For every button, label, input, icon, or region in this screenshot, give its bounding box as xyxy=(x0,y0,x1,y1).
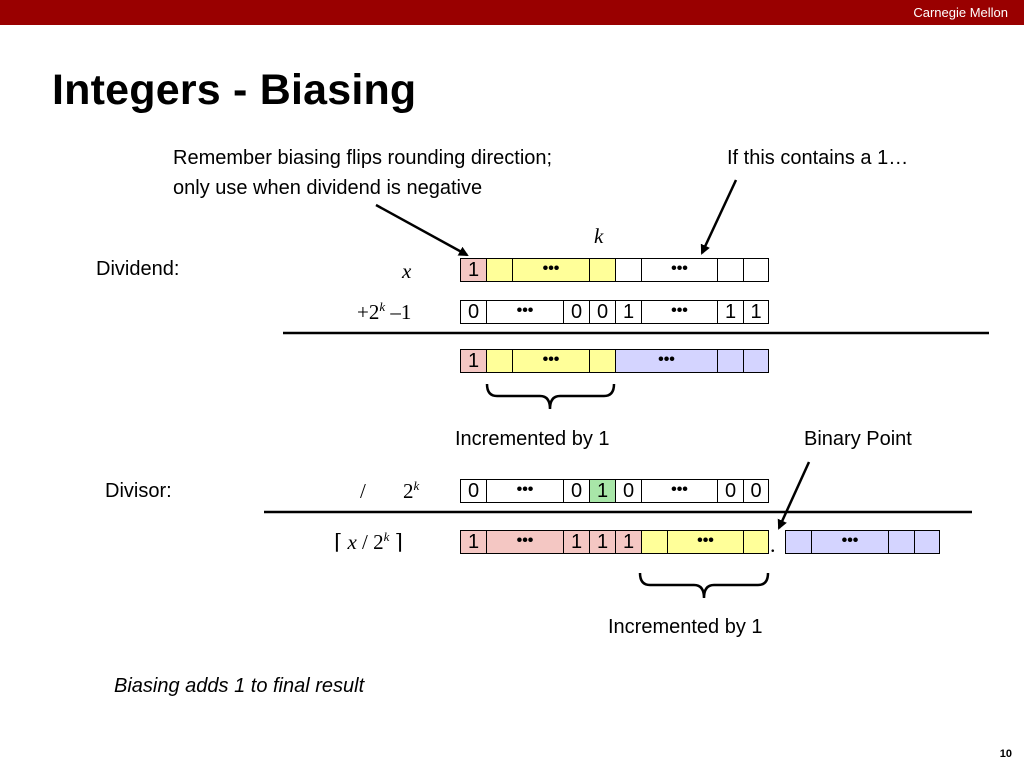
incremented-label-2: Incremented by 1 xyxy=(608,616,763,638)
arrow-to-low-bits xyxy=(700,179,738,255)
result-cell-11 xyxy=(914,530,940,554)
sum-cell-2: ••• xyxy=(512,349,590,373)
binary-point-dot: . xyxy=(770,532,776,557)
sum-cell-3 xyxy=(589,349,616,373)
divisor-expression: 2k xyxy=(403,478,420,503)
slide-title: Integers - Biasing xyxy=(52,66,417,114)
divisor-slash: / xyxy=(360,479,366,503)
arrow-to-sign-bit xyxy=(375,203,469,257)
ceil-left-symbol: ⌈ xyxy=(334,530,343,554)
dividend-expression: x xyxy=(402,259,411,284)
divisor-cell-7: 0 xyxy=(743,479,769,503)
note-line-1: Remember biasing flips rounding directio… xyxy=(173,147,553,169)
incremented-label-1: Incremented by 1 xyxy=(455,428,610,450)
ceil-right-symbol: ⌉ xyxy=(394,530,403,554)
bias-expression: +2k –1 xyxy=(357,299,412,324)
result-cell-7 xyxy=(743,530,769,554)
note-if-contains: If this contains a 1… xyxy=(727,147,909,169)
brand-label: Carnegie Mellon xyxy=(913,5,1008,20)
dividend-label: Dividend: xyxy=(96,258,180,280)
bias-cell-7: 1 xyxy=(743,300,769,324)
k-label: k xyxy=(594,224,603,249)
arrow-to-binary-point xyxy=(777,461,811,530)
result-cell-0: 1 xyxy=(460,530,487,554)
note-line-2: only use when dividend is negative xyxy=(173,177,483,199)
dividend-cell-2: ••• xyxy=(512,258,590,282)
brace-incremented-1 xyxy=(485,383,616,410)
brace-incremented-2 xyxy=(638,572,770,599)
dividend-cell-7 xyxy=(743,258,769,282)
sum-cell-6 xyxy=(743,349,769,373)
result-cell-10 xyxy=(888,530,915,554)
result-cell-3: 1 xyxy=(589,530,616,554)
x-symbol: x xyxy=(402,259,412,283)
header-bar: Carnegie Mellon xyxy=(0,0,1024,25)
result-expression: ⌈ x / 2k ⌉ xyxy=(334,529,403,554)
result-cell-6: ••• xyxy=(667,530,744,554)
dividend-cell-4 xyxy=(615,258,642,282)
sum-cell-4: ••• xyxy=(615,349,718,373)
divisor-cell-3: 1 xyxy=(589,479,616,503)
footer-note: Biasing adds 1 to final result xyxy=(114,675,365,697)
dividend-cell-3 xyxy=(589,258,616,282)
result-cell-4: 1 xyxy=(615,530,642,554)
k-symbol: k xyxy=(594,224,604,248)
sum-cell-5 xyxy=(717,349,744,373)
page-number: 10 xyxy=(999,748,1012,760)
divisor-label: Divisor: xyxy=(105,480,172,502)
binary-point-label: Binary Point xyxy=(804,428,912,450)
